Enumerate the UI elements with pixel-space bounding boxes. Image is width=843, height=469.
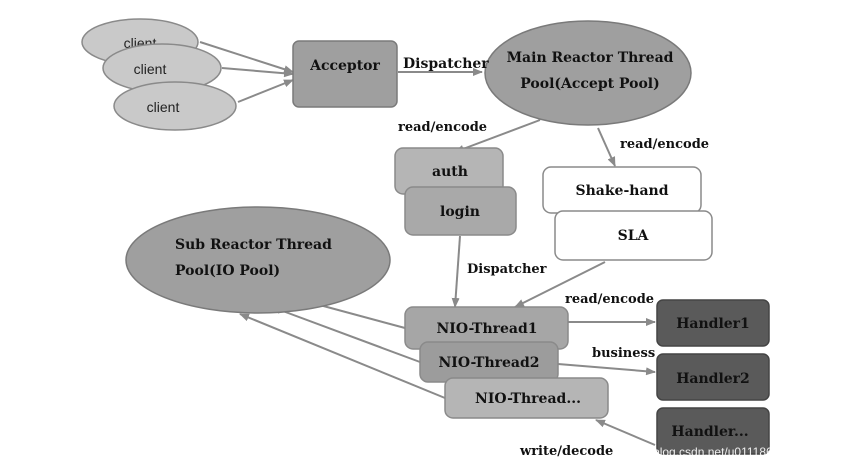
- edge-main-reactor-auth: [454, 119, 541, 153]
- client-label: client: [134, 61, 167, 77]
- nio-thread-3-label: NIO-Thread...: [475, 391, 581, 407]
- dispatcher-label-top: Dispatcher: [403, 56, 489, 72]
- nio-thread-2-node: NIO-Thread2: [419, 341, 559, 383]
- sla-node: SLA: [554, 210, 713, 261]
- nio-thread-1-node: NIO-Thread1: [404, 306, 569, 350]
- handler-2-node: Handler2: [656, 353, 770, 401]
- edges: [199, 41, 656, 446]
- main-reactor-label-line2: Pool(Accept Pool): [520, 76, 660, 92]
- acceptor-label: Acceptor: [309, 58, 380, 74]
- handler-2-label: Handler2: [676, 371, 750, 387]
- edge-main-reactor-shakehand: [597, 127, 616, 167]
- login-node: login: [404, 186, 517, 236]
- client-node-3: client: [113, 81, 237, 131]
- sub-reactor-label-line1: Sub Reactor Thread: [175, 237, 332, 253]
- nio-thread-1-label: NIO-Thread1: [436, 321, 537, 337]
- edge-login-nio: [451, 235, 461, 308]
- client-label: client: [147, 99, 180, 115]
- dispatcher-label-mid: Dispatcher: [467, 262, 547, 277]
- edge-nio3-sub-reactor: [239, 313, 446, 399]
- edge-client2-acceptor: [221, 67, 294, 78]
- watermark-text: https://blog.csdn.net/u011186019: [617, 445, 793, 459]
- handler-1-label: Handler1: [676, 316, 750, 332]
- sub-reactor-label-line2: Pool(IO Pool): [175, 263, 280, 279]
- write-decode-label: write/decode: [519, 444, 613, 459]
- business-label: business: [592, 346, 655, 361]
- sub-reactor-node: Sub Reactor Thread Pool(IO Pool): [125, 206, 391, 314]
- handler-1-node: Handler1: [656, 299, 770, 347]
- handler-3-node: Handler...: [656, 407, 770, 455]
- sla-label: SLA: [618, 228, 650, 244]
- login-label: login: [440, 204, 480, 220]
- edge-handler3-nio3: [595, 419, 656, 446]
- shake-hand-node: Shake-hand: [542, 166, 702, 214]
- edge-client1-acceptor: [199, 41, 294, 74]
- auth-label: auth: [432, 164, 468, 180]
- edge-nio2-handler2: [557, 363, 656, 376]
- edge-client3-acceptor: [237, 79, 294, 103]
- shake-hand-label: Shake-hand: [576, 183, 669, 199]
- main-reactor-node: Main Reactor Thread Pool(Accept Pool): [484, 20, 692, 126]
- read-encode-label-right: read/encode: [620, 137, 709, 152]
- nio-thread-2-label: NIO-Thread2: [438, 355, 539, 371]
- auth-node: auth: [394, 147, 504, 195]
- read-encode-label-left: read/encode: [398, 120, 487, 135]
- nio-thread-3-node: NIO-Thread...: [444, 377, 609, 419]
- handler-3-label: Handler...: [671, 424, 748, 440]
- read-encode-label-handler: read/encode: [565, 292, 654, 307]
- edge-sla-nio: [514, 261, 606, 308]
- main-reactor-label-line1: Main Reactor Thread: [507, 50, 674, 66]
- edge-nio2-sub-reactor: [271, 306, 421, 363]
- acceptor-node: Acceptor: [292, 40, 398, 108]
